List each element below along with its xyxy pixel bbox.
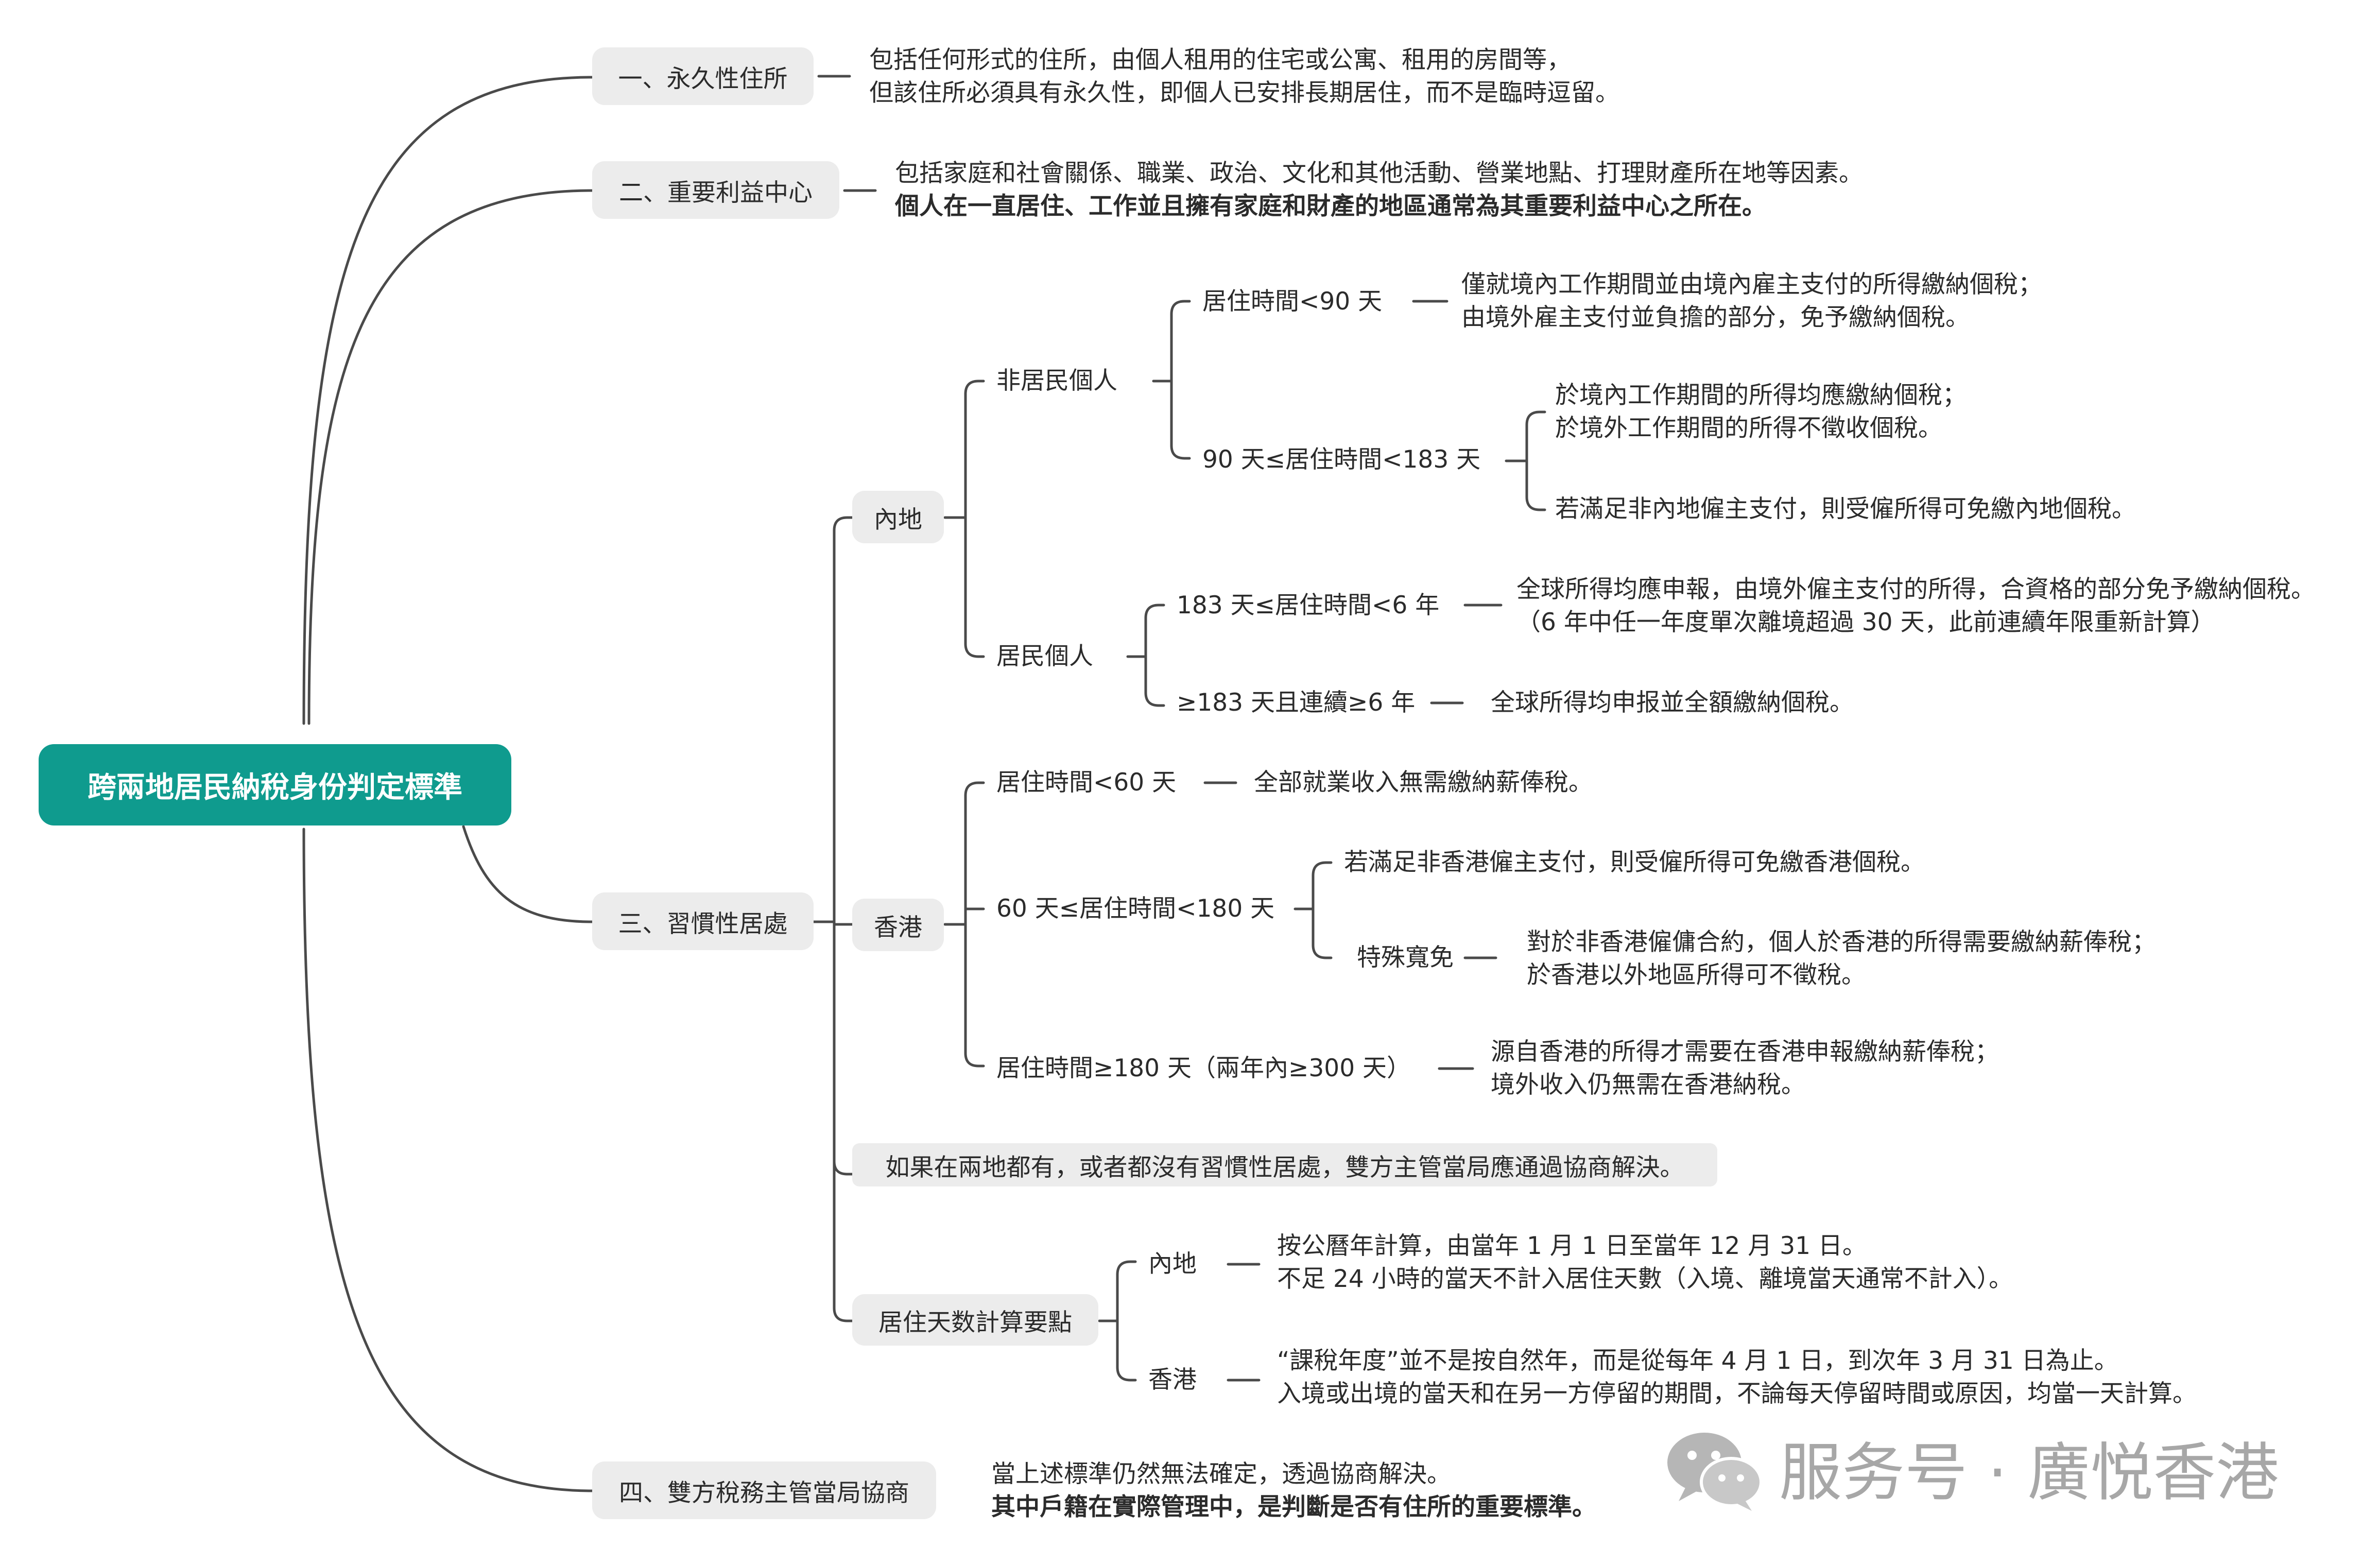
mutual-agreement-desc: 當上述標準仍然無法確定，透過協商解決。 xyxy=(991,1460,1451,1488)
branch-habitual-abode[interactable]: 三、習慣性居處 xyxy=(592,892,814,950)
node-special-exemption[interactable]: 特殊寬免 xyxy=(1357,943,1454,972)
r90-183-desc-b: 若滿足非內地僱主支付，則受僱所得可免繳內地個稅。 xyxy=(1555,495,2136,523)
root-node[interactable]: 跨兩地居民納稅身份判定標準 xyxy=(39,744,511,825)
wechat-icon xyxy=(1667,1433,1763,1511)
node-hongkong[interactable]: 香港 xyxy=(852,899,944,951)
special-exemption-desc-line-2: 於香港以外地區所得可不徵稅。 xyxy=(1527,961,1866,989)
node-ge183-6y[interactable]: ≥183 天且連續≥6 年 xyxy=(1177,689,1416,717)
node-mainland-nonresident[interactable]: 非居民個人 xyxy=(996,367,1117,395)
r60-180-desc-a: 若滿足非香港僱主支付，則受僱所得可免繳香港個稅。 xyxy=(1344,848,1925,876)
r90-183-desc-a-line-2: 於境外工作期間的所得不徵收個稅。 xyxy=(1555,414,1942,442)
lt90-desc-line-2: 由境外雇主支付並負擔的部分，免予繳納個稅。 xyxy=(1461,303,1970,332)
branch-mutual-agreement[interactable]: 四、雙方稅務主管當局協商 xyxy=(592,1461,936,1519)
vital-interests-desc-line-1: 包括家庭和社會關係、職業、政治、文化和其他活動、營業地點、打理財產所在地等因素。 xyxy=(895,159,1863,187)
node-day-count-mainland[interactable]: 內地 xyxy=(1148,1250,1197,1278)
ge180-desc-line-1: 源自香港的所得才需要在香港申報繳納薪俸稅； xyxy=(1491,1038,1999,1066)
node-90-183-days[interactable]: 90 天≤居住時間<183 天 xyxy=(1202,445,1481,474)
day-count-mainland-desc-line-2: 不足 24 小時的當天不計入居住天數（入境、離境當天通常不計入）。 xyxy=(1277,1265,2013,1293)
node-183d-6y[interactable]: 183 天≤居住時間<6 年 xyxy=(1177,591,1440,620)
r90-183-desc-a-line-1: 於境內工作期間的所得均應繳納個稅； xyxy=(1555,381,1967,409)
day-count-mainland-desc-line-1: 按公曆年計算，由當年 1 月 1 日至當年 12 月 31 日。 xyxy=(1277,1232,1867,1260)
special-exemption-desc-line-1: 對於非香港僱傭合約，個人於香港的所得需要繳納薪俸稅； xyxy=(1527,928,2156,956)
node-both-places-note[interactable]: 如果在兩地都有，或者都沒有習慣性居處，雙方主管當局應通過協商解決。 xyxy=(852,1143,1717,1186)
mutual-agreement-desc-bold: 其中戶籍在實際管理中，是判斷是否有住所的重要標準。 xyxy=(991,1493,1596,1521)
watermark-text: 服务号 · 廣悦香港 xyxy=(1779,1436,2279,1509)
lt90-desc-line-1: 僅就境內工作期間並由境內雇主支付的所得繳納個稅； xyxy=(1461,270,2042,299)
vital-interests-desc-bold: 個人在一直居住、工作並且擁有家庭和財產的地區通常為其重要利益中心之所在。 xyxy=(895,192,1766,220)
node-day-count-hongkong[interactable]: 香港 xyxy=(1148,1366,1197,1394)
r183-6y-desc-line-2: （6 年中任一年度單次離境超過 30 天，此前連續年限重新計算） xyxy=(1516,608,2215,637)
node-60-180-days[interactable]: 60 天≤居住時間<180 天 xyxy=(996,895,1275,923)
lt60-desc: 全部就業收入無需繳納薪俸稅。 xyxy=(1254,768,1593,797)
node-mainland-resident[interactable]: 居民個人 xyxy=(996,642,1093,670)
permanent-home-desc-line-1: 包括任何形式的住所，由個人租用的住宅或公寓、租用的房間等， xyxy=(869,46,1571,74)
node-day-count-rules[interactable]: 居住天数計算要點 xyxy=(852,1294,1098,1346)
r183-6y-desc-line-1: 全球所得均應申報，由境外僱主支付的所得，合資格的部分免予繳納個稅。 xyxy=(1516,575,2315,604)
node-lt60-days[interactable]: 居住時間<60 天 xyxy=(996,768,1177,797)
node-ge180-days[interactable]: 居住時間≥180 天（兩年內≥300 天） xyxy=(996,1054,1411,1082)
ge180-desc-line-2: 境外收入仍無需在香港納稅。 xyxy=(1491,1071,1805,1099)
day-count-hongkong-desc-line-1: “課稅年度”並不是按自然年，而是從每年 4 月 1 日，到次年 3 月 31 日… xyxy=(1277,1347,2118,1375)
ge183-6y-desc: 全球所得均申报並全額繳納個稅。 xyxy=(1491,689,1854,717)
permanent-home-desc-line-2: 但該住所必須具有永久性，即個人已安排長期居住，而不是臨時逗留。 xyxy=(869,79,1619,107)
node-lt90-days[interactable]: 居住時間<90 天 xyxy=(1202,287,1383,316)
branch-permanent-home[interactable]: 一、永久性住所 xyxy=(592,47,814,105)
day-count-hongkong-desc-line-2: 入境或出境的當天和在另一方停留的期間，不論每天停留時間或原因，均當一天計算。 xyxy=(1277,1380,2197,1408)
node-mainland[interactable]: 內地 xyxy=(852,491,944,543)
branch-vital-interests[interactable]: 二、重要利益中心 xyxy=(592,161,839,219)
